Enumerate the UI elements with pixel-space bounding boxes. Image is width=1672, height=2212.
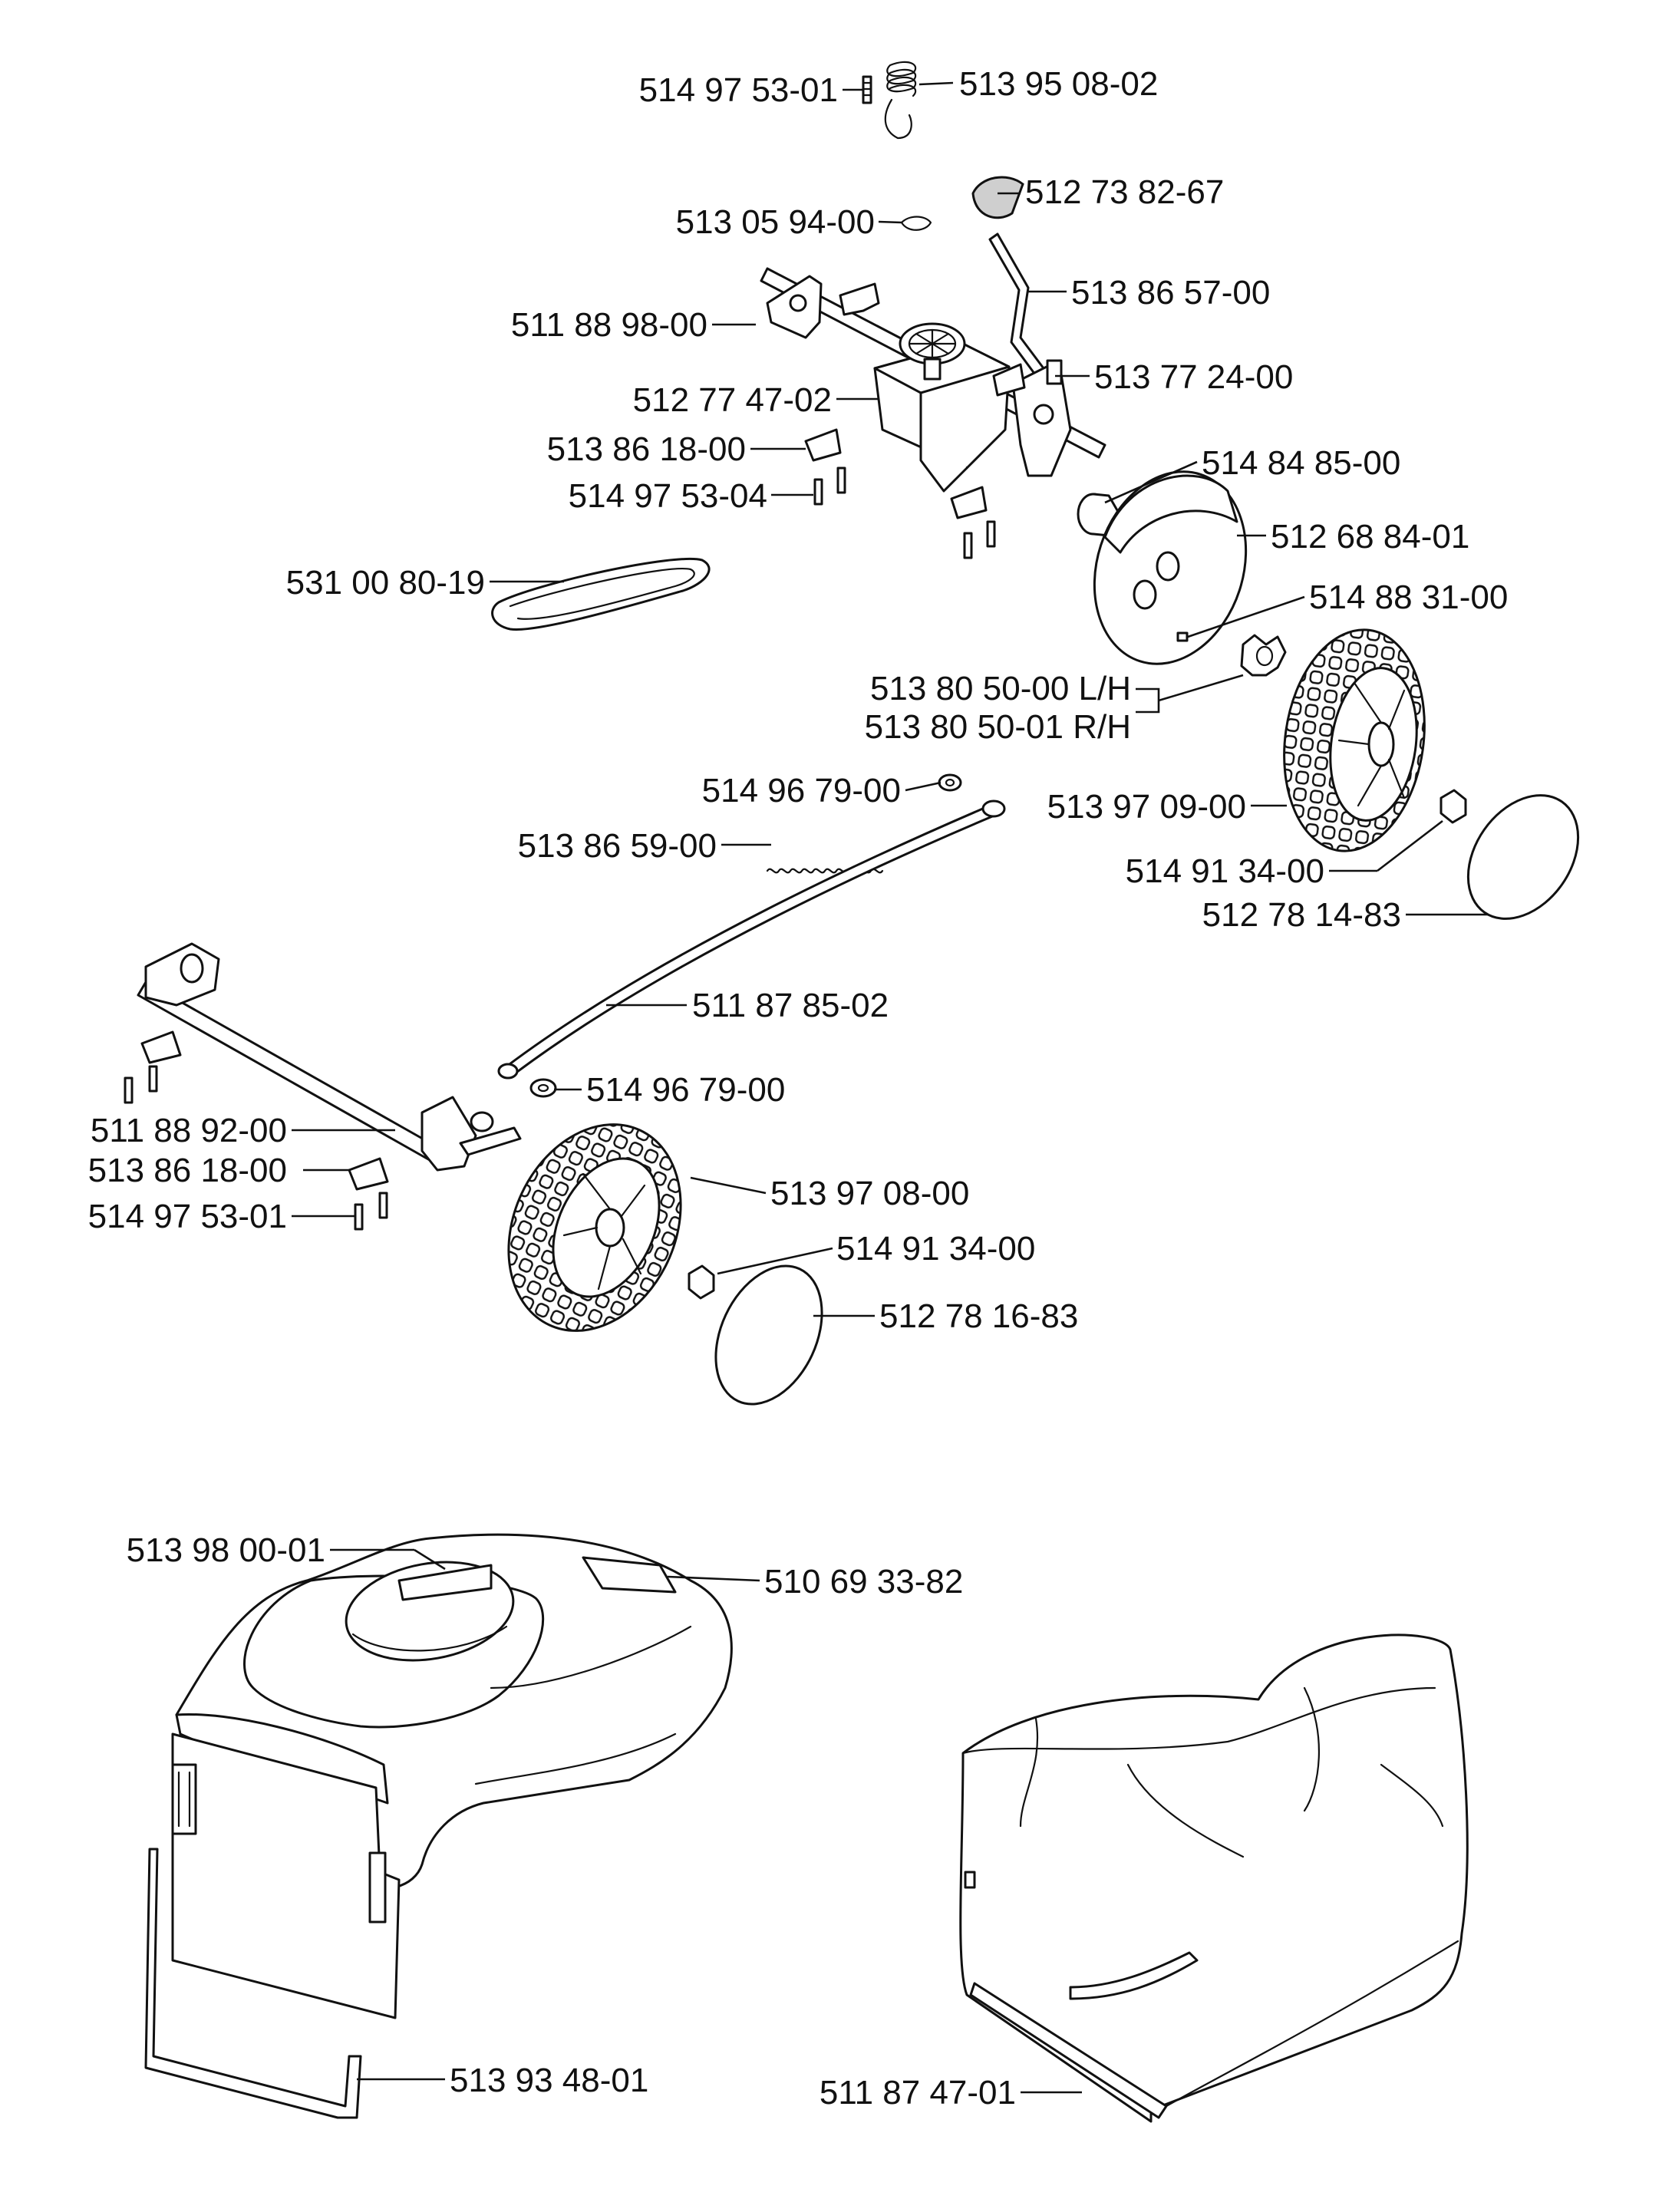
front-wheel [507,1123,682,1332]
part-label: 514 96 79-00 [702,772,901,809]
part-label: 513 86 57-00 [1071,274,1270,312]
bearing-clip-lower [950,486,988,519]
screw-part [862,75,872,104]
bearing-clip-mid [992,363,1026,397]
catcher-flap [171,1732,401,2019]
bearing-clip-front-bottom [348,1157,389,1191]
hex-nut-right [1440,789,1467,824]
hex-nut-front [688,1264,715,1300]
bracket-right [1011,359,1072,477]
part-label: 512 78 14-83 [1202,896,1401,934]
bearing-clip-left [804,428,842,462]
part-label: 512 77 47-02 [633,381,832,419]
part-label: 511 87 47-01 [820,2074,1016,2111]
leader-lines [292,81,1489,2094]
part-labels: 514 97 53-01 513 95 08-02 512 73 82-67 5… [88,65,1509,2111]
rear-wheel-right [1283,628,1426,852]
part-label: 511 88 98-00 [511,306,707,344]
part-label: 513 98 00-01 [127,1531,325,1569]
clip-ring [900,216,932,231]
part-label: 513 80 50-00 L/H [870,670,1131,707]
screws-front [124,1065,388,1231]
gearbox-housing [873,322,1011,493]
washer-upper [938,773,962,792]
small-key [1176,631,1189,642]
v-belt [491,557,711,631]
part-label: 511 88 92-00 [91,1112,287,1149]
catcher-bag [959,1633,1469,2123]
part-label: 514 97 53-01 [88,1198,287,1235]
part-label: 513 80 50-01 R/H [865,708,1131,746]
part-label: 513 86 18-00 [547,430,746,468]
front-axle [137,942,522,1172]
part-label: 514 88 31-00 [1309,579,1508,616]
part-label: 513 86 18-00 [88,1152,287,1189]
part-label: 513 95 08-02 [959,65,1158,103]
bearing-clip-top [839,282,880,316]
washer-lower [529,1078,557,1098]
spring-part [884,61,917,140]
catcher-frame [175,1533,733,1891]
part-label: 513 93 48-01 [450,2062,648,2099]
part-label: 514 97 53-01 [639,71,838,109]
part-label: 514 91 34-00 [836,1230,1035,1268]
hub-cap-right [1466,794,1580,920]
part-label: 511 87 85-02 [692,987,889,1024]
part-label: 513 97 09-00 [1047,788,1246,826]
part-label: 512 78 16-83 [879,1297,1078,1335]
handle-grip [971,176,1024,219]
part-label: 512 73 82-67 [1025,173,1224,211]
part-label: 513 77 24-00 [1094,358,1293,396]
part-label: 513 05 94-00 [676,203,875,241]
pinion-gear [1240,634,1287,677]
drive-cable [497,799,1006,1080]
part-label: 513 97 08-00 [770,1175,969,1212]
screws-center [813,466,996,559]
part-label: 514 84 85-00 [1202,444,1400,482]
part-label: 531 00 80-19 [286,564,485,602]
gear-cover-disc [1093,470,1248,665]
catcher-wire [144,1848,362,2119]
part-label: 514 96 79-00 [586,1071,785,1109]
part-label: 513 86 59-00 [518,827,717,865]
part-label: 514 97 53-04 [569,477,767,515]
part-label: 512 68 84-01 [1271,518,1469,555]
bearing-clip-front-top [140,1030,182,1064]
part-label: 514 91 34-00 [1126,852,1324,890]
part-label: 510 69 33-82 [764,1563,963,1600]
hub-cap-front [714,1264,823,1406]
